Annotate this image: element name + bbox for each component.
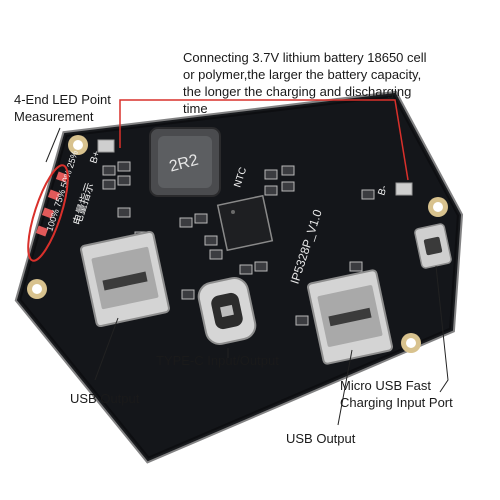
usb-a-port-right — [306, 269, 394, 365]
micro-usb-callout: Micro USB Fast Charging Input Port — [340, 378, 453, 410]
led-measurement-callout: 4-End LED Point Measurement — [14, 92, 111, 124]
led-indicators — [35, 171, 69, 237]
battery-negative-label: B- — [376, 184, 390, 197]
inductor: 2R2 — [149, 127, 221, 197]
led-callout-ellipse — [27, 164, 69, 262]
usb-output-left-callout: USB Output — [70, 391, 140, 406]
usb-output-bottom-callout: USB Output — [286, 431, 356, 446]
mounting-holes — [27, 135, 448, 353]
leader-lines — [45, 99, 449, 426]
micro-usb-port — [414, 223, 452, 269]
type-c-port — [197, 277, 257, 345]
main-chip — [216, 194, 274, 252]
battery-positive-label: B+ — [88, 149, 102, 164]
typec-callout: TYPE-C Input/Output — [156, 353, 279, 368]
usb-a-port-left — [80, 230, 170, 328]
battery-pads — [97, 139, 413, 196]
battery-note-callout: Connecting 3.7V lithium battery 18650 ce… — [183, 50, 427, 116]
